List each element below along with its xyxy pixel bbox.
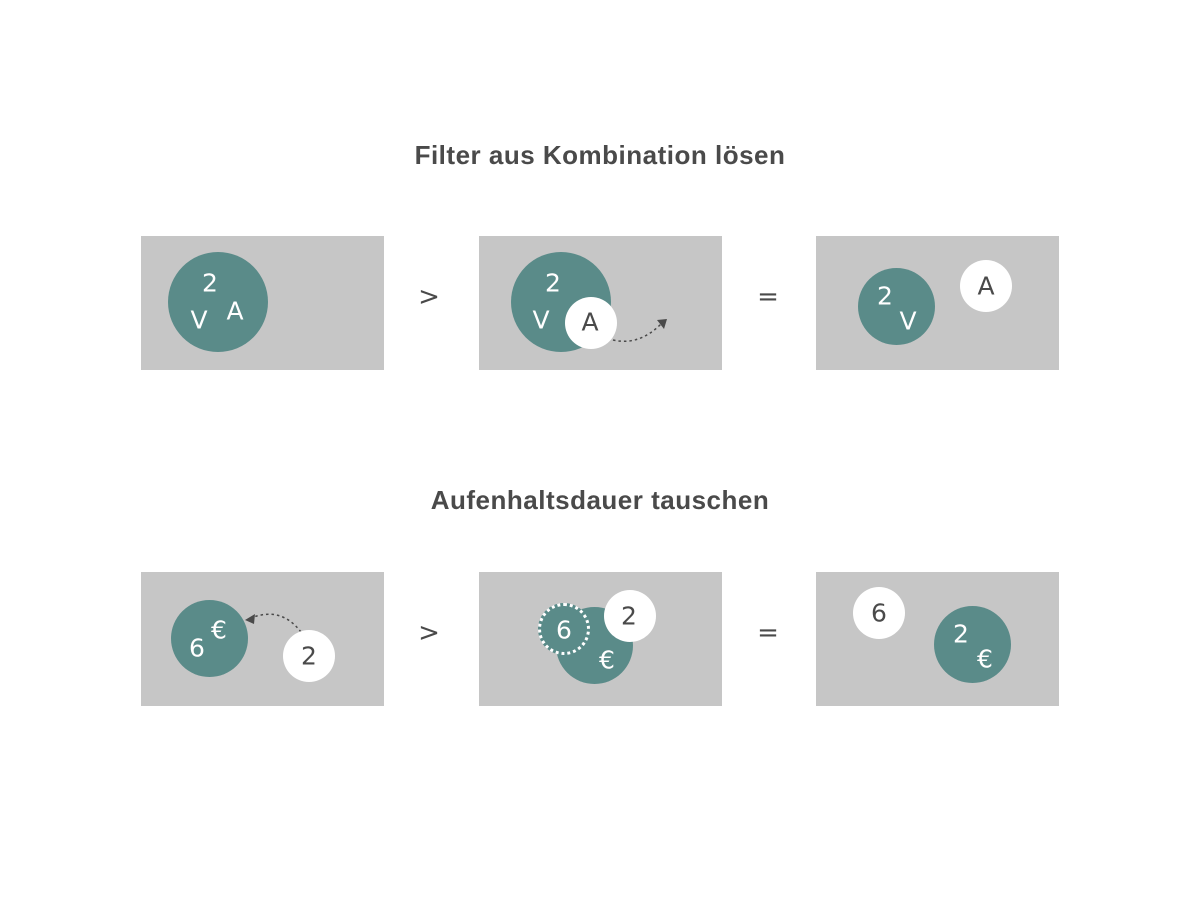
detaching-filter-circle: [565, 297, 617, 349]
section-title-duration: Aufenhaltsdauer tauschen: [430, 485, 770, 515]
filter-value-label: 2: [545, 268, 561, 298]
duration-step-3-panel: 6 2 €: [816, 572, 1059, 706]
duration-value-label: 2: [953, 619, 969, 649]
filter-v-label: V: [532, 305, 550, 335]
separated-filter-circle: [960, 260, 1012, 312]
operator-greater-than: >: [418, 282, 440, 312]
duration-value-label: 6: [189, 633, 205, 663]
duration-step-1-panel: 6 € 2: [141, 572, 384, 706]
filter-combination-circle: [168, 252, 268, 352]
removed-duration-circle: [853, 587, 905, 639]
filter-value-label: 2: [877, 281, 893, 311]
operator-equals: =: [757, 618, 779, 648]
new-duration-label: 2: [301, 641, 317, 671]
filter-step-2-panel: 2 V A: [479, 236, 722, 370]
updated-duration-circle: [934, 606, 1011, 683]
dotted-arrow-icon: [612, 319, 667, 342]
duration-filter-circle: [171, 600, 248, 677]
detaching-a-label: A: [581, 307, 599, 337]
new-duration-label: 2: [621, 601, 637, 631]
operator-greater-than: >: [418, 618, 440, 648]
new-duration-circle: [604, 590, 656, 642]
separated-a-label: A: [977, 271, 995, 301]
old-duration-label: 6: [556, 615, 572, 645]
filter-step-1-panel: 2 V A: [141, 236, 384, 370]
dotted-arrow-icon: [245, 613, 302, 633]
currency-label: €: [599, 645, 615, 675]
filter-a-label: A: [226, 296, 244, 326]
duration-step-2-panel: € 6 2: [479, 572, 722, 706]
filter-step-3-panel: 2 V A: [816, 236, 1059, 370]
currency-label: €: [211, 615, 227, 645]
filter-value-label: 2: [202, 268, 218, 298]
section-title-filter: Filter aus Kombination lösen: [414, 140, 786, 170]
filter-v-label: V: [899, 306, 917, 336]
filter-v-label: V: [190, 305, 208, 335]
operator-equals: =: [757, 282, 779, 312]
dotted-ring-icon: [538, 603, 590, 655]
remaining-filter-circle: [858, 268, 935, 345]
removed-duration-label: 6: [871, 598, 887, 628]
new-duration-circle: [283, 630, 335, 682]
currency-label: €: [977, 644, 993, 674]
